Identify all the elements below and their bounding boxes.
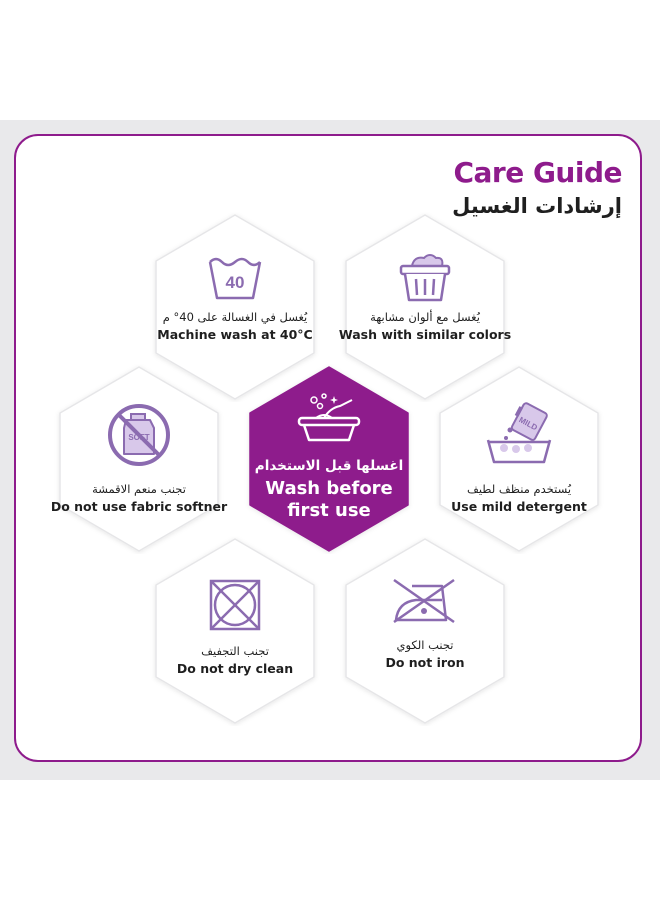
hex-no-fabric-softener: SOFT تجنب منعم الاقمشة Do not use fabric… [44,364,234,554]
machine-wash-label: Machine wash at 40°C [157,327,313,342]
dry-clean-label-ar: تجنب التجفيف [201,644,269,658]
machine-wash-label-ar: يُغسل في الغسالة على 40° م [162,310,308,324]
hexagon-shape [439,366,599,552]
mild-detergent-icon: MILD [482,400,556,466]
hex-similar-colors: يُغسل مع ألوان مشابهة Wash with similar … [330,212,520,402]
hexagon-shape [155,538,315,724]
wash-before-use-label: Wash before first use [265,478,393,521]
no-dry-clean-icon [206,576,264,634]
iron-label: Do not iron [385,655,465,670]
similar-colors-label-ar: يُغسل مع ألوان مشابهة [370,310,480,324]
wash-basin-icon [294,390,364,448]
hexagon-shape-highlight [249,366,409,552]
hexagon-shape [59,366,219,552]
hex-no-iron: تجنب الكوي Do not iron [330,536,520,726]
laundry-basket-icon [396,248,454,306]
hexagon-shape [345,538,505,724]
hex-wash-before-use: اغسلها قبل الاستخدام Wash before first u… [234,364,424,554]
iron-label-ar: تجنب الكوي [396,638,454,652]
fabric-softener-label-ar: تجنب منعم الاقمشة [92,482,186,496]
hex-mild-detergent: MILD يُستخدم منظف لطيف Use mild detergen… [424,364,614,554]
hexagon-shape [345,214,505,400]
similar-colors-label: Wash with similar colors [338,327,512,342]
wash-temperature-label: 40 [226,273,245,292]
hex-machine-wash: 40 يُغسل في الغسالة على 40° م Machine wa… [140,212,330,402]
no-iron-icon [390,576,460,626]
wash-before-use-label-ar: اغسلها قبل الاستخدام [254,458,404,474]
wash-tub-40-icon: 40 [206,250,264,308]
page-title: Care Guide [453,156,622,189]
mild-detergent-label: Use mild detergent [451,499,587,514]
no-fabric-softener-icon: SOFT [106,402,172,468]
mild-detergent-label-ar: يُستخدم منظف لطيف [466,482,572,496]
hex-no-dry-clean: تجنب التجفيف Do not dry clean [140,536,330,726]
fabric-softener-label: Do not use fabric softner [50,499,228,514]
page-title-arabic: إرشادات الغسيل [452,194,622,218]
hexagon-shape [155,214,315,400]
dry-clean-label: Do not dry clean [176,661,294,676]
